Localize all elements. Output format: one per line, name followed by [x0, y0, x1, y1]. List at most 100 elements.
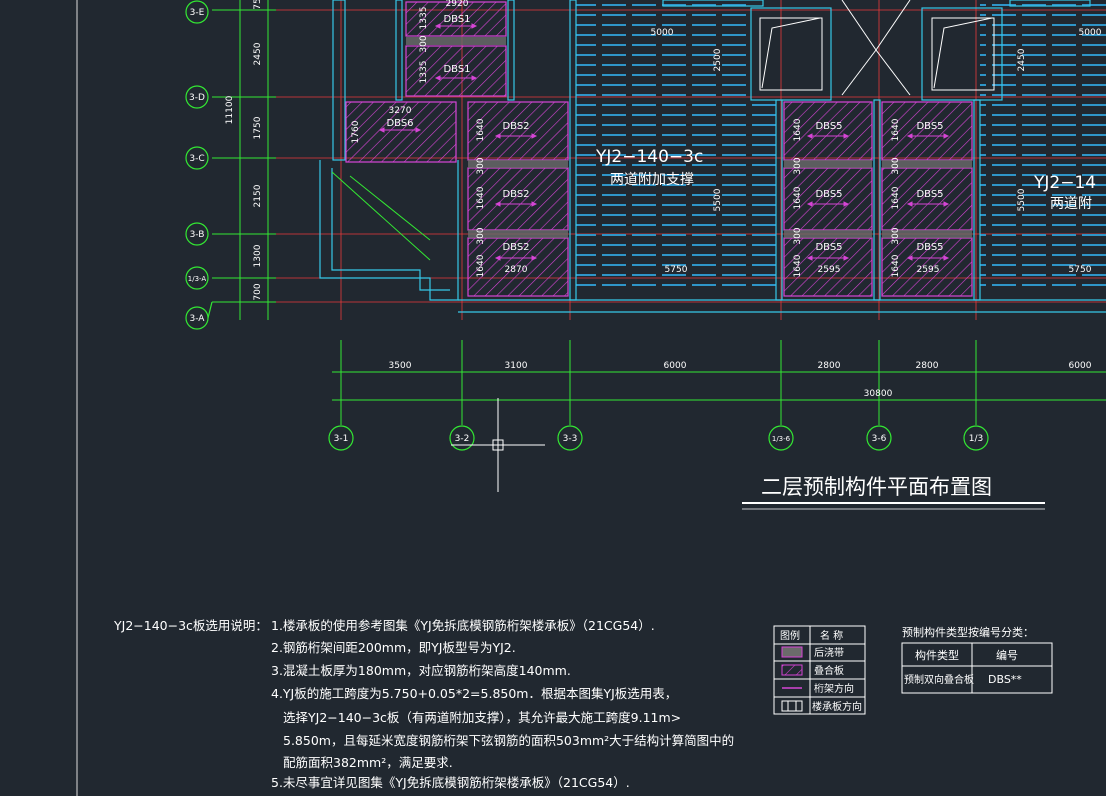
note-line: 1.楼承板的使用参考图集《YJ免拆底模钢筋桁架楼承板》（21CG54）. — [271, 618, 655, 633]
svg-text:楼承板方向: 楼承板方向 — [812, 700, 862, 713]
panel-label: DBS5 — [815, 121, 842, 132]
svg-text:300: 300 — [476, 227, 486, 244]
deck-slabs — [576, 0, 1106, 290]
svg-text:2920: 2920 — [446, 0, 469, 9]
svg-text:3-A: 3-A — [190, 314, 206, 324]
svg-text:2450: 2450 — [1017, 48, 1027, 71]
svg-text:5750: 5750 — [665, 265, 688, 275]
svg-text:DBS**: DBS** — [988, 673, 1022, 686]
slab-code-partial: YJ2−14 — [1033, 173, 1096, 193]
svg-text:3-3: 3-3 — [563, 434, 578, 444]
svg-text:5500: 5500 — [1017, 188, 1027, 211]
axis-bubble-3b — [185, 222, 209, 246]
panel-dbs5-b2 — [881, 167, 973, 231]
svg-text:5000: 5000 — [651, 28, 674, 38]
notes-block: YJ2−140−3c板选用说明： 1.楼承板的使用参考图集《YJ免拆底模钢筋桁架… — [113, 618, 734, 790]
note-line: 5.850m，且每延米宽度钢筋桁架下弦钢筋的面积503mm²大于结构计算简图中的 — [283, 733, 734, 748]
panel-dbs5-a2 — [783, 167, 873, 231]
panel-label: DBS2 — [502, 189, 529, 200]
panel-label: DBS5 — [815, 242, 842, 253]
slab-labels: YJ2−140−3c 两道附加支撑 YJ2−14 两道附 — [595, 147, 1096, 212]
svg-text:3100: 3100 — [505, 361, 528, 371]
svg-text:1335: 1335 — [419, 61, 429, 84]
svg-text:预制双向叠合板: 预制双向叠合板 — [904, 673, 974, 686]
panel-label: DBS1 — [443, 64, 470, 75]
elevator-shafts — [759, 0, 995, 96]
svg-text:3-6: 3-6 — [872, 434, 887, 444]
stair-area — [331, 171, 431, 261]
panel-dbs1-top — [405, 1, 507, 37]
slab-note-partial: 两道附 — [1050, 196, 1092, 212]
svg-text:3-E: 3-E — [190, 8, 205, 18]
svg-text:1300: 1300 — [253, 244, 263, 267]
deck-slab-main — [576, 100, 776, 290]
svg-text:5750: 5750 — [1069, 265, 1092, 275]
svg-text:1640: 1640 — [891, 254, 901, 277]
svg-text:1640: 1640 — [476, 254, 486, 277]
note-line: 4.YJ板的施工跨度为5.750+0.05*2=5.850m．根据本图集YJ板选… — [271, 686, 677, 701]
note-line: 5.未尽事宜详见图集《YJ免拆底模钢筋桁架楼承板》（21CG54）. — [271, 775, 630, 790]
bottom-dimension-chain — [332, 340, 1106, 425]
svg-text:后浇带: 后浇带 — [814, 646, 844, 659]
svg-text:2150: 2150 — [253, 184, 263, 207]
axis-bubble-1-3a — [185, 266, 209, 290]
svg-text:2595: 2595 — [818, 265, 841, 275]
axis-bubble-3-1 — [328, 425, 354, 451]
panel-dbs6 — [345, 101, 457, 163]
panel-dimensions: 2920 3270 2870 2595 2595 5000 5000 5750 … — [351, 0, 1102, 277]
panel-label: DBS1 — [443, 14, 470, 25]
svg-text:1640: 1640 — [793, 186, 803, 209]
note-line: 配筋面积382mm²，满足要求. — [283, 755, 453, 770]
svg-text:300: 300 — [476, 157, 486, 174]
svg-text:1/3: 1/3 — [969, 434, 983, 444]
svg-text:300: 300 — [419, 35, 429, 52]
svg-text:300: 300 — [891, 157, 901, 174]
svg-text:1640: 1640 — [476, 186, 486, 209]
svg-text:3500: 3500 — [389, 361, 412, 371]
svg-text:300: 300 — [891, 227, 901, 244]
left-axis-bubbles[interactable] — [185, 0, 213, 330]
panel-label: DBS6 — [386, 118, 413, 129]
axis-bubble-3d — [185, 85, 209, 109]
panel-labels: DBS1 DBS1 DBS6 DBS2 DBS2 DBS2 DBS5 DBS5 … — [386, 14, 943, 253]
svg-text:2800: 2800 — [818, 361, 841, 371]
svg-text:700: 700 — [253, 283, 263, 300]
svg-text:2500: 2500 — [713, 48, 723, 71]
panel-label: DBS2 — [502, 121, 529, 132]
panel-label: DBS5 — [916, 242, 943, 253]
axis-bubble-3-2 — [449, 425, 475, 451]
svg-text:名 称: 名 称 — [820, 629, 843, 642]
precast-panels[interactable] — [345, 1, 973, 297]
svg-text:3-D: 3-D — [189, 93, 205, 103]
svg-text:1640: 1640 — [891, 118, 901, 141]
deck-slab-top — [576, 0, 751, 100]
bottom-dimension-texts: 3500 3100 6000 2800 2800 6000 30800 — [389, 361, 1092, 399]
svg-text:1750: 1750 — [253, 116, 263, 139]
svg-text:11100: 11100 — [225, 95, 235, 124]
panel-label: DBS5 — [916, 189, 943, 200]
slab-code: YJ2−140−3c — [595, 147, 703, 167]
left-dimension-chain — [212, 0, 276, 320]
panel-dbs1-bottom — [405, 45, 507, 97]
svg-text:3-1: 3-1 — [334, 434, 349, 444]
svg-text:1/3-6: 1/3-6 — [772, 435, 791, 443]
panel-dbs5-b1 — [881, 101, 973, 161]
svg-text:构件类型: 构件类型 — [915, 648, 959, 662]
svg-text:2870: 2870 — [505, 265, 528, 275]
axis-bubble-3e — [185, 0, 209, 24]
note-line: 2.钢筋桁架间距200mm，即YJ板型号为YJ2. — [271, 640, 516, 655]
svg-text:1335: 1335 — [419, 7, 429, 30]
svg-text:2450: 2450 — [253, 42, 263, 65]
crosshair-cursor-icon — [451, 398, 545, 492]
bottom-axis-bubbles[interactable] — [328, 425, 989, 451]
svg-text:6000: 6000 — [1069, 361, 1092, 371]
panel-label: DBS5 — [815, 189, 842, 200]
svg-text:预制构件类型按编号分类：: 预制构件类型按编号分类： — [902, 625, 1034, 639]
slab-note: 两道附加支撑 — [610, 172, 694, 188]
svg-text:5000: 5000 — [1079, 28, 1102, 38]
panel-dbs5-b3 — [881, 237, 973, 297]
panel-dbs5-a1 — [783, 101, 873, 161]
classify-table: 预制构件类型按编号分类： 构件类型 编号 预制双向叠合板 DBS** — [901, 625, 1053, 694]
axis-bubble-3c — [185, 146, 209, 170]
